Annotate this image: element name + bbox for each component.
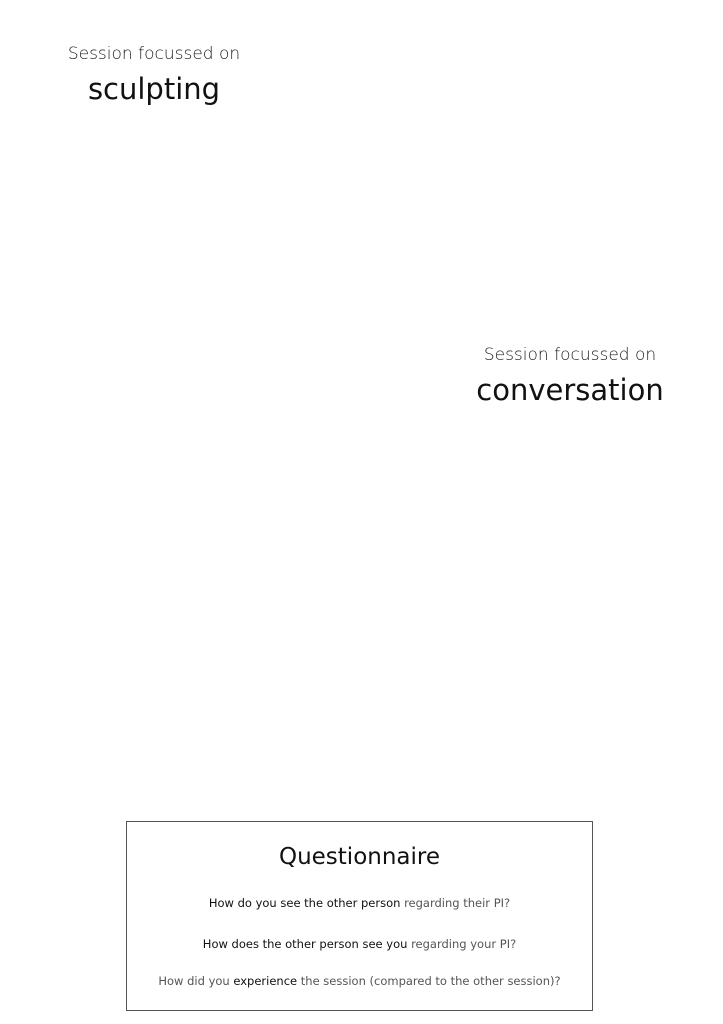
questionnaire-box: Questionnaire How do you see the other p… [126, 821, 593, 1011]
question-3-pre: How did you [158, 974, 234, 988]
down-arrow-icon [124, 120, 180, 196]
question-1-emphasis: How do you see the other person [208, 896, 401, 910]
conversation-session-title: conversation [476, 373, 664, 407]
questionnaire-title: Questionnaire [278, 844, 441, 870]
down-right-arrow-icon [155, 406, 210, 487]
question-2-emphasis: How does the other person see you [202, 937, 408, 951]
sculpting-session-prefix: Session focussed on [67, 44, 241, 64]
question-3-rest: the session (compared to the other sessi… [297, 974, 561, 988]
question-2: How does the other person see you regard… [127, 937, 592, 951]
question-3-emphasis: experience [233, 974, 298, 988]
question-1-rest: regarding their PI? [400, 896, 511, 910]
question-3: How did you experience the session (comp… [127, 974, 592, 988]
sculpting-session-title: sculpting [87, 72, 221, 106]
question-2-rest: regarding your PI? [407, 937, 517, 951]
question-1: How do you see the other person regardin… [127, 896, 592, 910]
conversation-session-prefix: Session focussed on [483, 345, 657, 365]
down-left-arrow-icon [485, 424, 536, 501]
down-arrow-icon [333, 739, 387, 811]
